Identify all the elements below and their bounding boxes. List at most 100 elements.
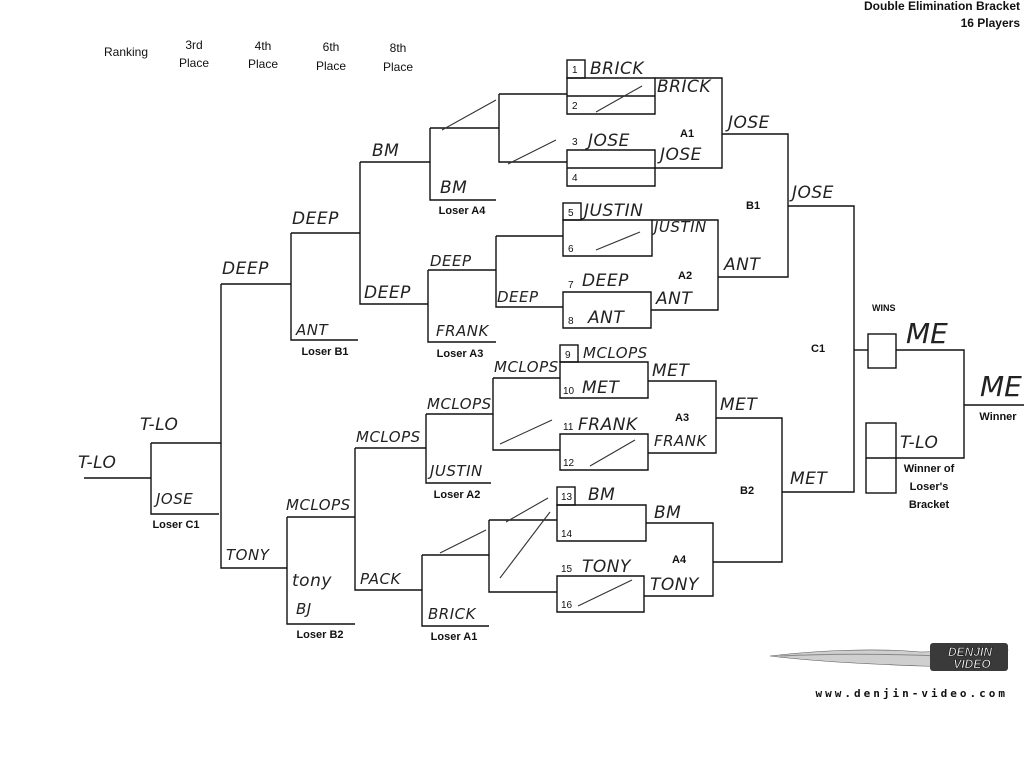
match-label-b1: B1 bbox=[746, 200, 760, 212]
entry-seed-1: BRICK bbox=[590, 59, 645, 79]
match-label-a1: A1 bbox=[680, 128, 694, 140]
winners-round-1: 1 2 3 4 5 6 7 8 9 10 11 12 13 14 15 16 B… bbox=[556, 59, 656, 613]
grand-final: WINS ME T-LO ME Winner Winner of Loser's… bbox=[865, 303, 1024, 511]
match-box-15-16 bbox=[556, 575, 645, 613]
loser-a2-top-entry: MCLOPS bbox=[427, 395, 492, 413]
loser-a3-top-entry: DEEP bbox=[430, 252, 472, 270]
c1-top-entry: JOSE bbox=[789, 183, 834, 203]
winner-label: Winner bbox=[979, 411, 1017, 423]
grand-final-bottom-entry: T-LO bbox=[900, 433, 938, 453]
grand-final-bracket bbox=[896, 349, 965, 459]
loser-a2-bottom-entry: JUSTIN bbox=[427, 462, 483, 480]
seed-1: 1 bbox=[572, 65, 578, 76]
third-place-entry: T-LO bbox=[78, 453, 116, 473]
match-label-c1: C1 bbox=[811, 343, 825, 355]
loser-a4-bracket bbox=[429, 127, 499, 201]
wins-box bbox=[867, 333, 897, 369]
seed-8: 8 bbox=[568, 316, 574, 327]
loser-b1-top-entry: DEEP bbox=[292, 209, 339, 229]
entry-seed-13: BM bbox=[588, 485, 615, 505]
loser-b1-label: Loser B1 bbox=[301, 346, 348, 358]
logo-line-1: DENJIN bbox=[948, 645, 992, 659]
fourth-place-label-2: Place bbox=[248, 57, 278, 71]
seed-7: 7 bbox=[568, 280, 574, 291]
a3-bottom-entry: FRANK bbox=[654, 432, 708, 450]
grand-final-top-entry: ME bbox=[906, 317, 948, 350]
loser-b2-bottom-entry: BJ bbox=[296, 600, 312, 618]
seed-6: 6 bbox=[568, 244, 574, 255]
loser-r2-bottom-bracket bbox=[354, 447, 426, 591]
entry-seed-11: FRANK bbox=[578, 415, 639, 435]
loser-a2-label: Loser A2 bbox=[434, 489, 481, 501]
seed-9: 9 bbox=[565, 350, 571, 361]
match-label-a4: A4 bbox=[672, 554, 687, 566]
loser-r4-bottom-entry: TONY bbox=[226, 546, 271, 564]
slash-mark bbox=[441, 99, 497, 131]
match-box-9-10 bbox=[559, 361, 649, 399]
third-place-label-1: 3rd bbox=[185, 38, 202, 52]
match-a4-bracket bbox=[644, 522, 714, 597]
match-label-b2: B2 bbox=[740, 485, 754, 497]
match-box-1-2 bbox=[566, 77, 656, 115]
loser-c1-label: Loser C1 bbox=[152, 519, 199, 531]
slash-mark bbox=[439, 529, 487, 554]
loser-a1-bottom-entry: BRICK bbox=[428, 605, 477, 623]
slash-mark bbox=[507, 139, 557, 165]
seed-16: 16 bbox=[561, 600, 573, 611]
losers-bracket: Loser A4 Loser A3 Loser A2 Loser A1 Lose… bbox=[78, 93, 567, 643]
loser-c1-bracket bbox=[150, 442, 221, 515]
a2-bottom-entry: ANT bbox=[655, 289, 693, 309]
match-box-3-4 bbox=[566, 149, 656, 187]
loser-c1-bottom-entry: JOSE bbox=[153, 490, 193, 508]
loser-r2-bottom-lower-entry: PACK bbox=[360, 570, 402, 588]
winners-round-3: B1 B2 JOSE ANT MET MET bbox=[713, 113, 828, 563]
seed-11: 11 bbox=[563, 422, 574, 433]
loser-r1-bottom-upper bbox=[492, 377, 560, 451]
loser-b2-label: Loser B2 bbox=[296, 629, 343, 641]
loser-r2-top-bracket bbox=[359, 161, 430, 305]
loser-b2-top-entry: MCLOPS bbox=[286, 496, 351, 514]
eighth-place-label-1: 8th bbox=[390, 41, 407, 55]
logo-line-2: VIDEO bbox=[953, 657, 991, 671]
seed-box-13 bbox=[556, 486, 576, 506]
match-a2-bracket bbox=[651, 219, 719, 311]
seed-3: 3 bbox=[572, 137, 578, 148]
logo-badge bbox=[930, 643, 1008, 671]
b1-bottom-entry: ANT bbox=[723, 255, 761, 275]
loser-b2-bracket bbox=[286, 516, 355, 625]
match-b2-bracket bbox=[713, 417, 783, 563]
loser-r4-bracket bbox=[220, 283, 291, 569]
seed-box-9 bbox=[559, 344, 579, 363]
ranking-label: Ranking bbox=[104, 45, 148, 59]
entry-seed-5: JUSTIN bbox=[581, 201, 643, 221]
loser-r1-bottom-lower bbox=[488, 519, 557, 593]
b2-bottom-entry: MET bbox=[790, 469, 828, 489]
winners-round-2: A1 A2 A3 A4 BRICK JOSE JUSTIN ANT MET FR… bbox=[644, 77, 723, 597]
slash-mark bbox=[577, 579, 633, 607]
loser-b1-bottom-entry: ANT bbox=[295, 321, 329, 339]
match-a3-bracket bbox=[648, 380, 717, 454]
sixth-place-label-1: 6th bbox=[323, 40, 340, 54]
entry-seed-10: MET bbox=[582, 378, 620, 398]
loser-a4-entry: BM bbox=[440, 178, 467, 198]
wins-label: WINS bbox=[872, 303, 896, 313]
loser-a2-bracket bbox=[425, 413, 493, 484]
loser-a3-bottom-entry: FRANK bbox=[436, 322, 490, 340]
entry-seed-7: DEEP bbox=[582, 271, 629, 291]
bracket-subtitle: 16 Players bbox=[961, 16, 1021, 30]
entry-seed-8: ANT bbox=[587, 308, 625, 328]
seed-14: 14 bbox=[561, 529, 573, 540]
a1-top-entry: BRICK bbox=[657, 77, 712, 97]
a3-top-entry: MET bbox=[652, 361, 690, 381]
match-box-5-6 bbox=[562, 219, 653, 257]
loser-r1-a2-entry: DEEP bbox=[497, 288, 539, 306]
slash-mark bbox=[595, 85, 643, 113]
third-place-label-2: Place bbox=[179, 56, 209, 70]
slash-mark bbox=[499, 419, 553, 445]
loser-a1-bracket bbox=[421, 554, 489, 627]
eighth-place-label-2: Place bbox=[383, 60, 413, 74]
seed-12: 12 bbox=[563, 458, 575, 469]
loser-a3-bracket bbox=[427, 269, 496, 343]
winner-of-losers-label-3: Bracket bbox=[909, 499, 950, 511]
